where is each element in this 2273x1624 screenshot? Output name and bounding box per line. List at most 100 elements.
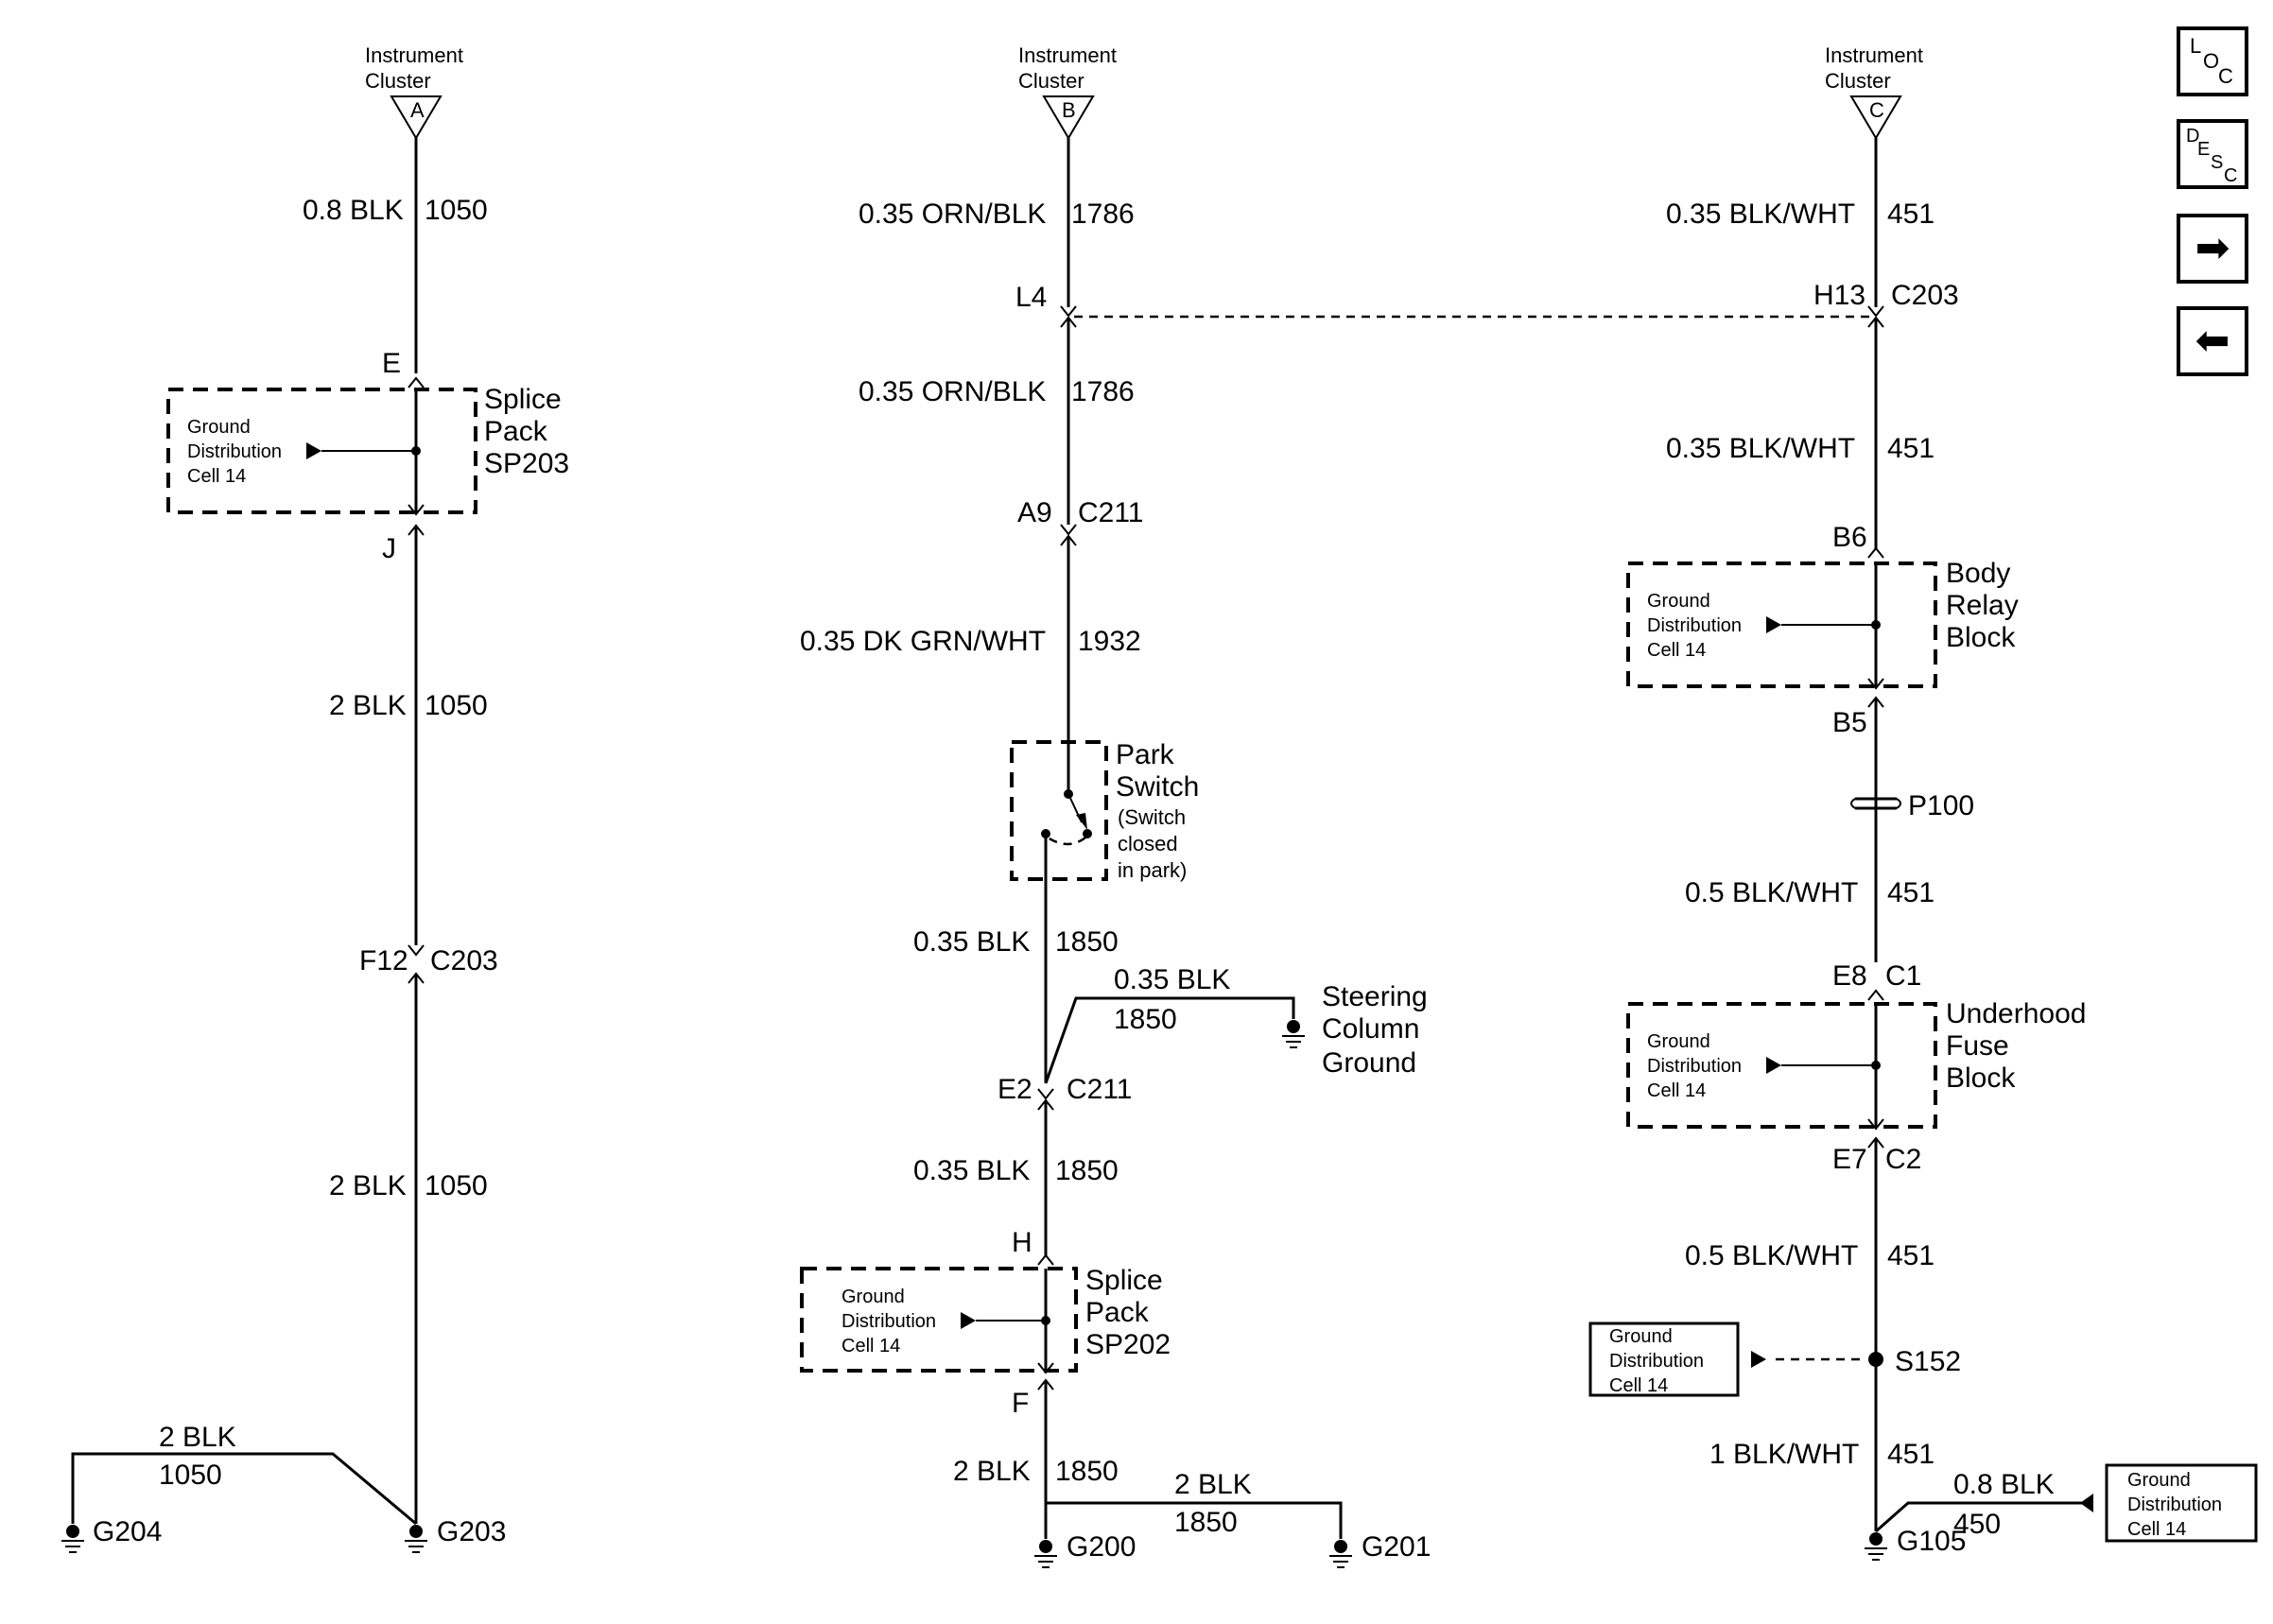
fuse-pin-top: E8 <box>1832 960 1867 992</box>
nav-buttons: L O C D E S C ➡ ⬅ <box>2177 26 2248 376</box>
column-c: Instrument Cluster C 0.35 BLK/WHT 451 H1… <box>1588 43 2258 1561</box>
desc-button-c: C <box>2224 165 2237 186</box>
cluster-a-label: Instrument <box>365 43 463 67</box>
gdc-c1-l3: Cell 14 <box>1647 640 1706 661</box>
relay-l3: Block <box>1946 622 2016 653</box>
switch-l3: (Switch <box>1118 805 1186 829</box>
loc-button-o: O <box>2203 49 2219 73</box>
gdc-c3-l2: Distribution <box>1609 1351 1704 1372</box>
cluster-c-connector <box>1849 95 1902 140</box>
cluster-c-label2: Cluster <box>1825 69 1891 93</box>
steering-l2: Column <box>1322 1013 1419 1045</box>
wire-a-branch-circuit: 1050 <box>159 1460 222 1491</box>
splice-s152-label: S152 <box>1895 1346 1961 1377</box>
gdc-c3-arrow-icon <box>1751 1351 1766 1368</box>
wire-b3-circuit: 1932 <box>1078 626 1141 657</box>
next-page-button[interactable]: ➡ <box>2177 214 2248 284</box>
wire-b5-gauge: 0.35 BLK <box>913 1155 1030 1186</box>
wire-c2-gauge: 0.35 BLK/WHT <box>1666 433 1855 464</box>
ground-g105-label: G105 <box>1897 1526 1966 1557</box>
splice-b-l2: Pack <box>1085 1297 1150 1328</box>
conn-c-h13-id: C203 <box>1891 280 1959 311</box>
ground-g203-icon <box>405 1525 427 1553</box>
wire-b-g201-branch <box>1044 1501 1343 1539</box>
gdc-c1-l2: Distribution <box>1647 615 1742 636</box>
splice-a-pin-top: E <box>382 348 401 379</box>
wire-b-branch2-gauge: 2 BLK <box>1174 1469 1252 1500</box>
relay-pin-top: B6 <box>1832 522 1867 553</box>
wire-b2-circuit: 1786 <box>1071 376 1135 407</box>
relay-l2: Relay <box>1946 590 2019 621</box>
cluster-a-pin: A <box>410 98 425 122</box>
desc-button[interactable]: D E S C <box>2177 119 2248 189</box>
gdc-b-l1: Ground <box>842 1287 905 1307</box>
gdc-a-l2: Distribution <box>187 441 282 462</box>
gdc-c1-arrow-icon <box>1766 616 1781 633</box>
gdc-c4-arrow-icon <box>2080 1494 2093 1512</box>
splice-b-l1: Splice <box>1085 1265 1163 1296</box>
wire-c-branch-gauge: 0.8 BLK <box>1953 1469 2055 1500</box>
gdc-c1-l1: Ground <box>1647 591 1710 612</box>
prev-page-button[interactable]: ⬅ <box>2177 306 2248 376</box>
wire-b-branch-gauge: 0.35 BLK <box>1114 964 1230 995</box>
wire-b4-gauge: 0.35 BLK <box>913 926 1030 958</box>
fuse-pin-bot: E7 <box>1832 1144 1867 1175</box>
ground-steering-icon <box>1282 1020 1305 1048</box>
ground-g204-label: G204 <box>93 1516 162 1547</box>
fuse-l2: Fuse <box>1946 1030 2009 1062</box>
ground-g200-label: G200 <box>1067 1531 1136 1563</box>
wire-b6-gauge: 2 BLK <box>953 1456 1031 1487</box>
fuse-l1: Underhood <box>1946 998 2086 1029</box>
wire-b5-circuit: 1850 <box>1055 1155 1119 1186</box>
fuse-conn-top: C1 <box>1885 960 1921 992</box>
gdc-c2-arrow-icon <box>1766 1057 1781 1074</box>
column-b: Instrument Cluster B 0.35 ORN/BLK 1786 L… <box>800 43 1431 1568</box>
wire-b2-gauge: 0.35 ORN/BLK <box>859 376 1046 407</box>
gdc-box-g105[interactable] <box>2105 1463 2258 1543</box>
wire-a1-gauge: 0.8 BLK <box>303 195 404 226</box>
ground-g201-label: G201 <box>1362 1531 1431 1563</box>
splice-a-l1: Splice <box>484 384 562 415</box>
wire-b4-circuit: 1850 <box>1055 926 1119 958</box>
cluster-c-label: Instrument <box>1825 43 1923 67</box>
wire-c2-circuit: 451 <box>1887 433 1935 464</box>
next-arrow-icon: ➡ <box>2195 224 2230 272</box>
gdc-c4-l2: Distribution <box>2127 1494 2222 1515</box>
wire-c5-circuit: 451 <box>1887 1439 1935 1470</box>
wire-b6-circuit: 1850 <box>1055 1456 1119 1487</box>
conn-c-h13-pin: H13 <box>1813 280 1865 311</box>
splice-s152 <box>1868 1352 1883 1367</box>
loc-button[interactable]: L O C <box>2177 26 2248 96</box>
switch-l2: Switch <box>1116 771 1199 803</box>
gdc-b-l3: Cell 14 <box>842 1336 900 1356</box>
wire-c3-gauge: 0.5 BLK/WHT <box>1685 877 1858 908</box>
switch-l1: Park <box>1116 739 1175 770</box>
prev-arrow-icon: ⬅ <box>2195 317 2230 365</box>
fuse-l3: Block <box>1946 1063 2016 1094</box>
cluster-a-label2: Cluster <box>365 69 431 93</box>
wire-c1-circuit: 451 <box>1887 199 1935 230</box>
splice-b-pin-top: H <box>1012 1227 1032 1258</box>
ground-g203-label: G203 <box>437 1516 506 1547</box>
splice-a-l2: Pack <box>484 416 548 447</box>
gdc-b-arrow-icon <box>961 1312 976 1329</box>
cluster-b-label: Instrument <box>1018 43 1117 67</box>
wire-a-branch-gauge: 2 BLK <box>159 1422 236 1453</box>
desc-button-d: D <box>2186 126 2199 147</box>
gdc-c3-l3: Cell 14 <box>1609 1375 1668 1396</box>
relay-l1: Body <box>1946 558 2010 589</box>
cluster-b-connector <box>1042 95 1095 140</box>
cluster-b-pin: B <box>1062 98 1076 122</box>
conn-b-a9-id: C211 <box>1078 497 1144 528</box>
conn-c203-a-top <box>408 944 425 957</box>
gdc-box-s152[interactable] <box>1588 1322 1740 1397</box>
wire-c-branch-circuit: 450 <box>1953 1509 2001 1540</box>
underhood-fuse-block <box>1626 1002 1937 1129</box>
desc-button-e: E <box>2197 139 2210 160</box>
gdc-c2-l2: Distribution <box>1647 1056 1742 1077</box>
wire-a-branch <box>71 1452 417 1526</box>
wire-c3-circuit: 451 <box>1887 877 1935 908</box>
wire-c4-gauge: 0.5 BLK/WHT <box>1685 1240 1858 1271</box>
ground-g200-icon <box>1034 1540 1057 1568</box>
